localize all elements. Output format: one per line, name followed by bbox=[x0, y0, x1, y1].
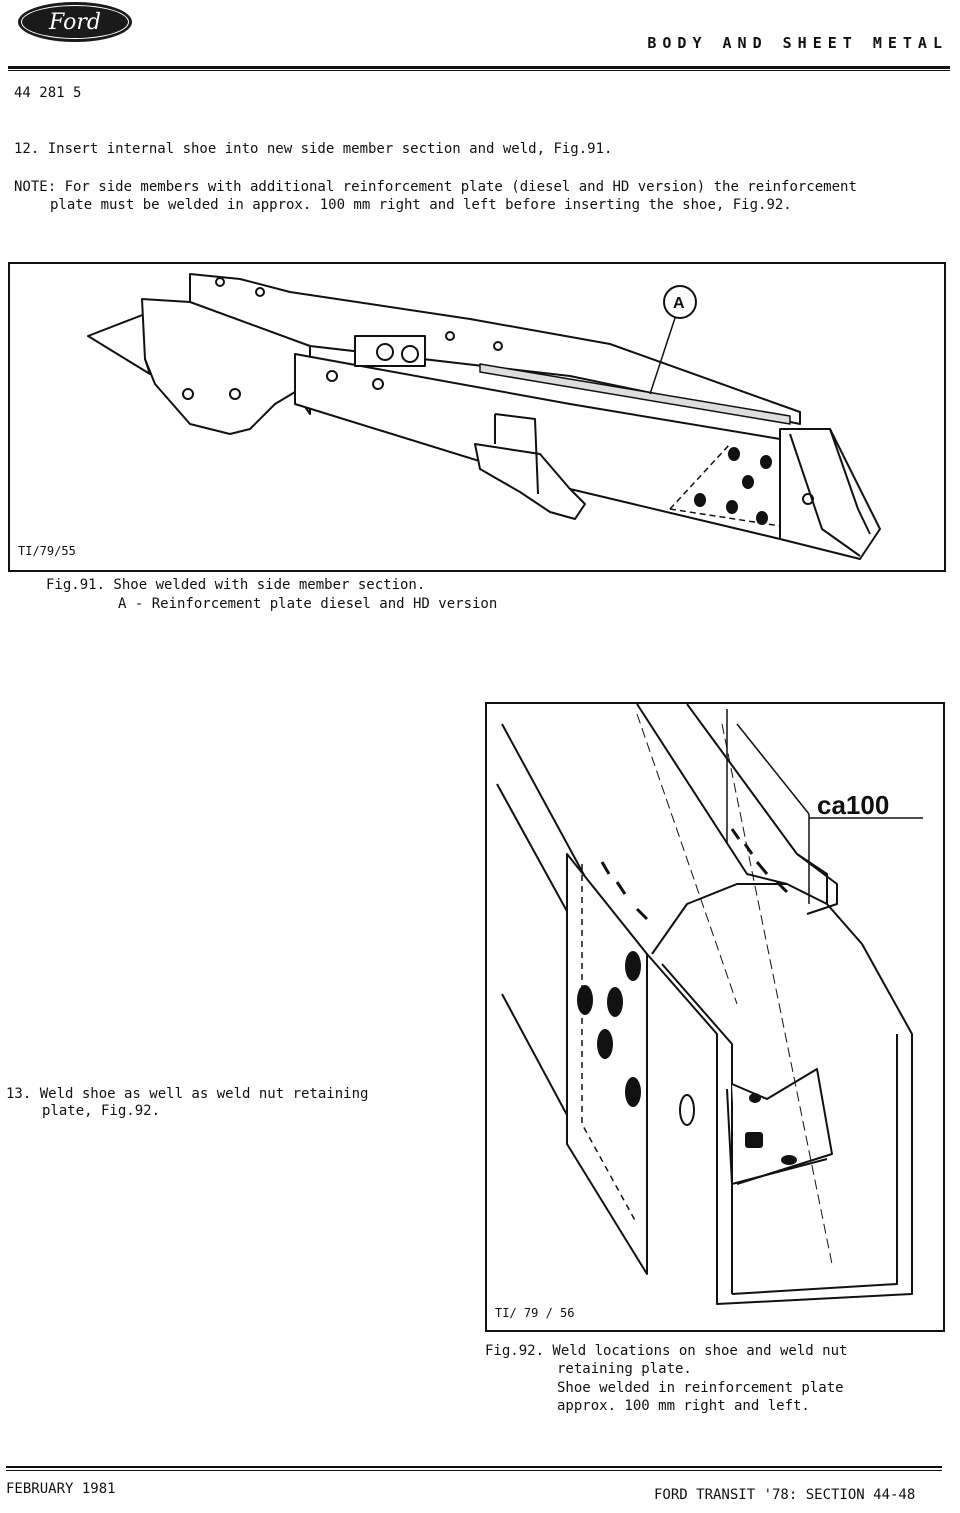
side-member-illustration: A bbox=[87, 273, 881, 560]
step-13-line-2: plate, Fig.92. bbox=[42, 1103, 161, 1119]
footer-publication: FORD TRANSIT '78: SECTION 44-48 bbox=[654, 1487, 916, 1503]
section-title: BODY AND SHEET METAL bbox=[647, 34, 948, 52]
logo-text: Ford bbox=[49, 9, 101, 35]
step-13-line-1: 13. Weld shoe as well as weld nut retain… bbox=[6, 1086, 369, 1102]
header-rule-thin bbox=[8, 70, 950, 71]
note-line-2: plate must be welded in approx. 100 mm r… bbox=[50, 197, 792, 213]
footer-rule-thin bbox=[6, 1470, 942, 1471]
ford-logo: Ford bbox=[18, 2, 132, 42]
footer-rule bbox=[6, 1466, 942, 1468]
note-line-1: NOTE: For side members with additional r… bbox=[14, 179, 857, 195]
fig91-caption-1: Fig.91. Shoe welded with side member sec… bbox=[46, 577, 426, 593]
callout-a: A bbox=[673, 295, 685, 312]
fig91-caption-2: A - Reinforcement plate diesel and HD ve… bbox=[118, 596, 498, 612]
footer-date: FEBRUARY 1981 bbox=[6, 1481, 116, 1497]
doc-number: 44 281 5 bbox=[14, 85, 82, 101]
step-12: 12. Insert internal shoe into new side m… bbox=[14, 141, 613, 157]
fig92-caption-1: Fig.92. Weld locations on shoe and weld … bbox=[485, 1343, 848, 1359]
figure-92: ca100 TI/ 79 / 56 bbox=[485, 702, 945, 1332]
shoe-weld-illustration: ca100 bbox=[496, 704, 923, 1305]
header-rule bbox=[8, 66, 950, 69]
fig92-caption-2: retaining plate. bbox=[557, 1361, 692, 1377]
fig92-ref: TI/ 79 / 56 bbox=[495, 1306, 575, 1320]
fig92-caption-3: Shoe welded in reinforcement plate bbox=[557, 1380, 844, 1396]
figure-91: A TI/79/55 bbox=[8, 262, 946, 572]
fig91-ref: TI/79/55 bbox=[18, 544, 76, 558]
fig92-caption-4: approx. 100 mm right and left. bbox=[557, 1398, 810, 1414]
dimension-label: ca100 bbox=[817, 790, 889, 820]
